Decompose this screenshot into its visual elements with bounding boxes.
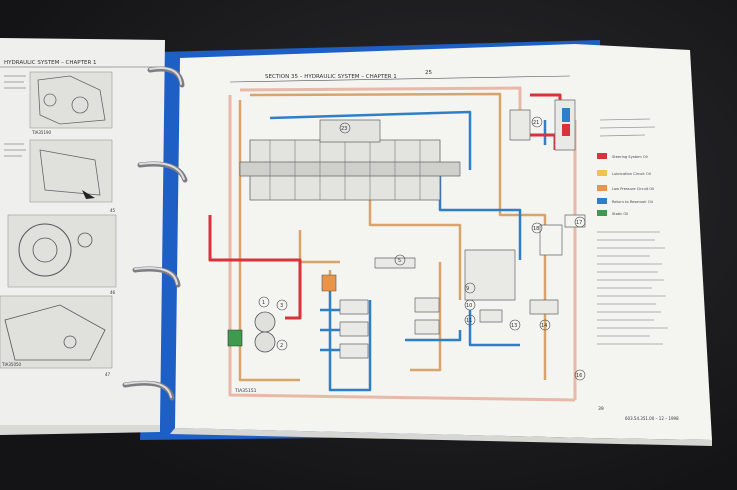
legend-swatch-static (597, 210, 607, 216)
svg-text:23: 23 (341, 126, 347, 132)
legend-swatch-steering (597, 153, 607, 159)
svg-text:17: 17 (576, 220, 582, 226)
footer-code: 603.54.351.00 – 12 – 1998 (625, 416, 679, 421)
callout-markers: 1 2 3 9 10 11 13 14 18 17 16 23 21 5 (258, 116, 586, 381)
svg-text:14: 14 (541, 323, 547, 329)
svg-text:21: 21 (533, 120, 539, 126)
fig-number-47: 47 (105, 372, 111, 377)
binder-rings (122, 66, 188, 401)
svg-text:5: 5 (398, 258, 401, 264)
svg-text:Static Oil: Static Oil (612, 212, 628, 216)
svg-text:Steering System Oil: Steering System Oil (612, 155, 648, 159)
left-page-header: HYDRAULIC SYSTEM – CHAPTER 1 (4, 60, 97, 66)
right-page-header: SECTION 35 – HYDRAULIC SYSTEM – CHAPTER … (265, 74, 397, 80)
figure-number: 39 (598, 406, 604, 412)
fig-code-2: TIA35050 (1, 362, 22, 367)
legend-item-list (597, 231, 668, 345)
svg-text:1: 1 (262, 300, 265, 306)
svg-text:10: 10 (466, 303, 472, 309)
legend-swatch-return (597, 198, 607, 204)
svg-text:Low Pressure Circuit Oil: Low Pressure Circuit Oil (612, 187, 654, 191)
svg-text:13: 13 (511, 323, 517, 329)
svg-text:16: 16 (576, 373, 582, 379)
hydraulic-schematic (208, 86, 586, 402)
left-figures: TIA35190 45 46 TIA35050 47 (0, 71, 117, 377)
fig-code-1: TIA35190 (31, 130, 52, 135)
svg-text:9: 9 (466, 286, 469, 292)
svg-text:18: 18 (533, 226, 539, 232)
fig-number-45: 45 (110, 208, 116, 213)
page-number: 25 (425, 70, 432, 76)
fig-number-46: 46 (110, 290, 116, 295)
legend-swatch-lubrication (597, 170, 607, 176)
svg-text:3: 3 (280, 303, 283, 309)
svg-text:Return to Reservoir Oil: Return to Reservoir Oil (612, 200, 653, 204)
diagram-code: TIA35151 (234, 388, 257, 394)
color-legend: Steering System Oil Lubrication Circuit … (597, 153, 654, 216)
legend-swatch-low-pressure (597, 185, 607, 191)
svg-text:11: 11 (466, 318, 472, 324)
svg-text:2: 2 (280, 343, 283, 349)
svg-text:Lubrication Circuit Oil: Lubrication Circuit Oil (612, 172, 651, 176)
